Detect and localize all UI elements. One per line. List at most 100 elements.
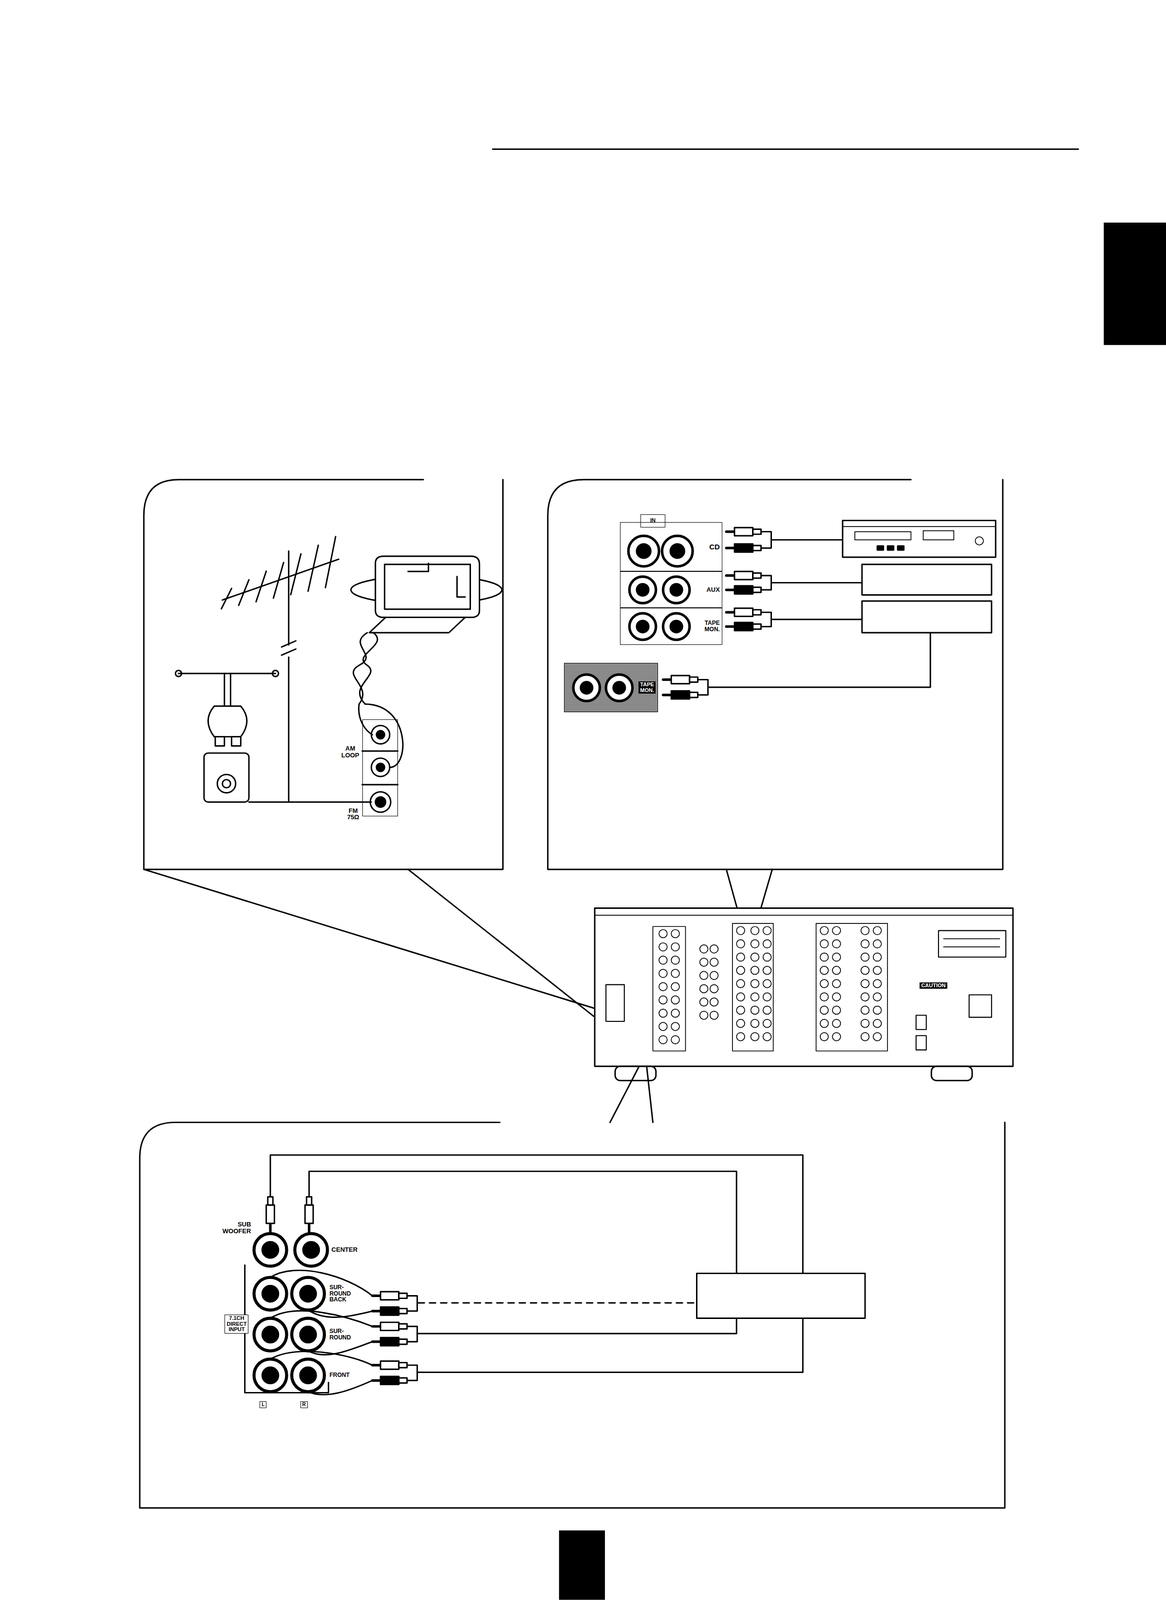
rca-plug [267,1196,273,1205]
rca-jack [820,926,829,935]
rca-plug [398,1323,408,1329]
rca-jack [832,953,841,962]
rca-jack [736,926,745,935]
label-text: CD [709,543,720,551]
label-text: AUX [706,586,720,594]
rca-plug [380,1322,399,1331]
jack-label: SUB WOOFER [221,1221,253,1235]
label-text: 7.1CH DIRECT INPUT [226,1315,247,1333]
antenna-element [256,571,267,602]
rca-jack [763,1032,772,1041]
rca-jack [763,953,772,962]
rca-jack [671,1035,680,1044]
rca-jack [658,1022,668,1031]
rca-jack [861,1019,870,1028]
rca-jack [671,942,680,952]
rca-jack [736,939,745,948]
jack-row: AUX [620,571,722,608]
rca-jack [861,966,870,975]
rca-jack [254,1318,287,1352]
rca-jack [832,992,841,1001]
jack-row: CD [620,522,722,572]
rca-jack [832,939,841,948]
rca-jack [658,942,668,952]
jack-label: SUR-ROUND [328,1328,352,1341]
rca-plug [726,625,735,628]
rca-plug [726,546,735,550]
rca-plug [398,1377,408,1383]
rca-jack [699,997,709,1007]
rca-jack [736,992,745,1001]
rca-plug [689,677,698,682]
rca-jack [751,979,760,988]
page-frame [492,149,1166,1600]
rca-jack [820,992,829,1001]
rca-plug [380,1337,399,1346]
rca-jack [699,984,709,994]
rca-jack [254,1358,287,1392]
rca-plug [307,1223,311,1232]
rca-jack [763,966,772,975]
rca-jack [699,944,709,954]
rca-jack [751,1032,760,1041]
receiver-rear [594,908,1014,1081]
rca-jack [751,966,760,975]
rca-plug [671,690,690,699]
rca-jack [710,944,719,954]
rca-plug [726,530,735,533]
jack-label: FRONT [328,1372,351,1379]
caution-label: CAUTION [919,982,947,990]
rca-jack [671,956,680,965]
antenna-element [325,536,336,588]
rca-plug [689,692,698,698]
rca-jack [820,1019,829,1028]
rca-jack [658,982,668,991]
direct-input-jacks [244,1233,329,1393]
rca-jack [861,1006,870,1015]
label-text: TAPE MON. [638,681,656,694]
rca-jack [658,956,668,965]
rca-jack [820,953,829,962]
rca-plug [372,1309,381,1313]
cable [266,527,931,1395]
rca-plug [752,609,762,615]
rca-jack [294,1233,328,1267]
rca-plug [398,1308,408,1314]
rca-plug [398,1293,408,1298]
rca-plug [734,544,753,553]
rca-jack [699,958,709,967]
rca-plug [268,1223,272,1232]
rca-jack [671,929,680,939]
rca-plug [726,610,735,614]
rca-jack [873,979,882,988]
rca-jack [736,966,745,975]
rca-plug [304,1204,314,1224]
rca-plug [398,1338,408,1344]
channel-tag: R [300,1401,308,1409]
input-tag: 7.1CH DIRECT INPUT [224,1314,249,1334]
rca-jack [751,1006,760,1015]
antenna-element [308,545,319,591]
rca-jack [671,1022,680,1031]
rca-plug [380,1360,399,1370]
channel-tag: L [259,1401,267,1409]
rca-jack [832,1006,841,1015]
rca-jack [699,971,709,980]
rca-plug [372,1379,381,1382]
rca-plug [726,574,735,577]
rca-jack [736,979,745,988]
rca-jack [820,966,829,975]
rca-jack [658,929,668,939]
rca-jack [763,939,772,948]
rca-jack [736,1019,745,1028]
rca-jack [300,1285,317,1302]
source-component [696,520,997,1319]
rca-plug [734,622,753,631]
rca-jack [671,982,680,991]
rca-jack [820,939,829,948]
rca-jack [861,939,870,948]
antenna-element [221,588,232,609]
rca-jack [736,953,745,962]
rca-jack [873,966,882,975]
